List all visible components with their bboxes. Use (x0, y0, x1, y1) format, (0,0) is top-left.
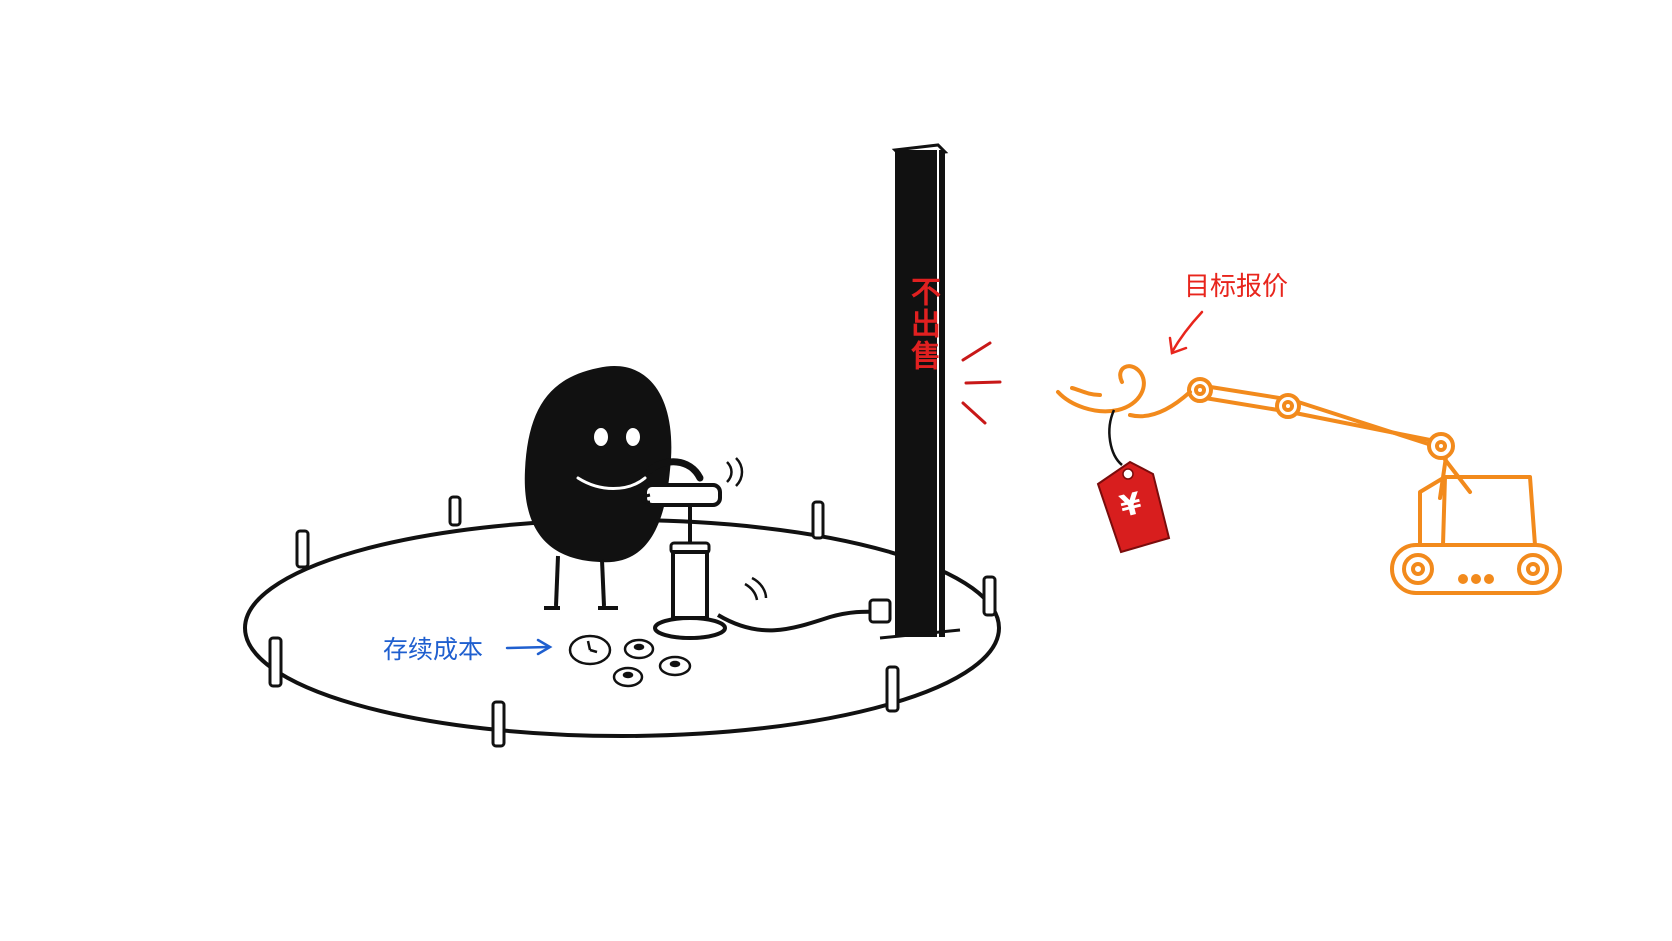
cost-arrow (505, 638, 553, 656)
character-body (524, 366, 672, 563)
character-leg-right (600, 559, 606, 607)
character-eye-left (594, 428, 608, 446)
excavator-tracks (1390, 543, 1562, 595)
fence-post (268, 636, 283, 688)
excavator (1056, 364, 1562, 595)
excavator-claw (1056, 364, 1146, 414)
excavator-cab (1418, 475, 1537, 547)
fence-post (491, 700, 506, 748)
pump-handle (643, 483, 722, 507)
fence-post (982, 575, 997, 617)
pump-barrel (671, 550, 709, 620)
pump-base (653, 616, 727, 640)
air-pump (641, 457, 768, 640)
hose-connector (868, 598, 892, 624)
character-eye-right (626, 428, 640, 446)
character-arm (646, 458, 704, 482)
fence-post (811, 500, 825, 540)
blob-character (524, 366, 704, 610)
character-leg-left (554, 555, 560, 607)
shout-marks (961, 341, 1002, 425)
fenced-plot (243, 495, 1001, 748)
fence-post (295, 529, 310, 569)
price-tag (1096, 409, 1171, 554)
holding-cost-label: 存续成本 (383, 635, 484, 664)
pole-body (895, 150, 945, 637)
pump-hose (716, 609, 883, 633)
not-for-sale-label: 不出售 (905, 276, 940, 372)
target-price-label: 目标报价 (1184, 272, 1289, 302)
fence-post (448, 495, 462, 527)
character-smile (576, 476, 647, 490)
not-for-sale-pole (879, 143, 961, 640)
cost-coins (568, 634, 692, 688)
offer-arrow (1168, 310, 1204, 355)
fence-post (885, 665, 900, 713)
price-tag-body (1096, 460, 1171, 554)
fence-posts (268, 495, 997, 748)
